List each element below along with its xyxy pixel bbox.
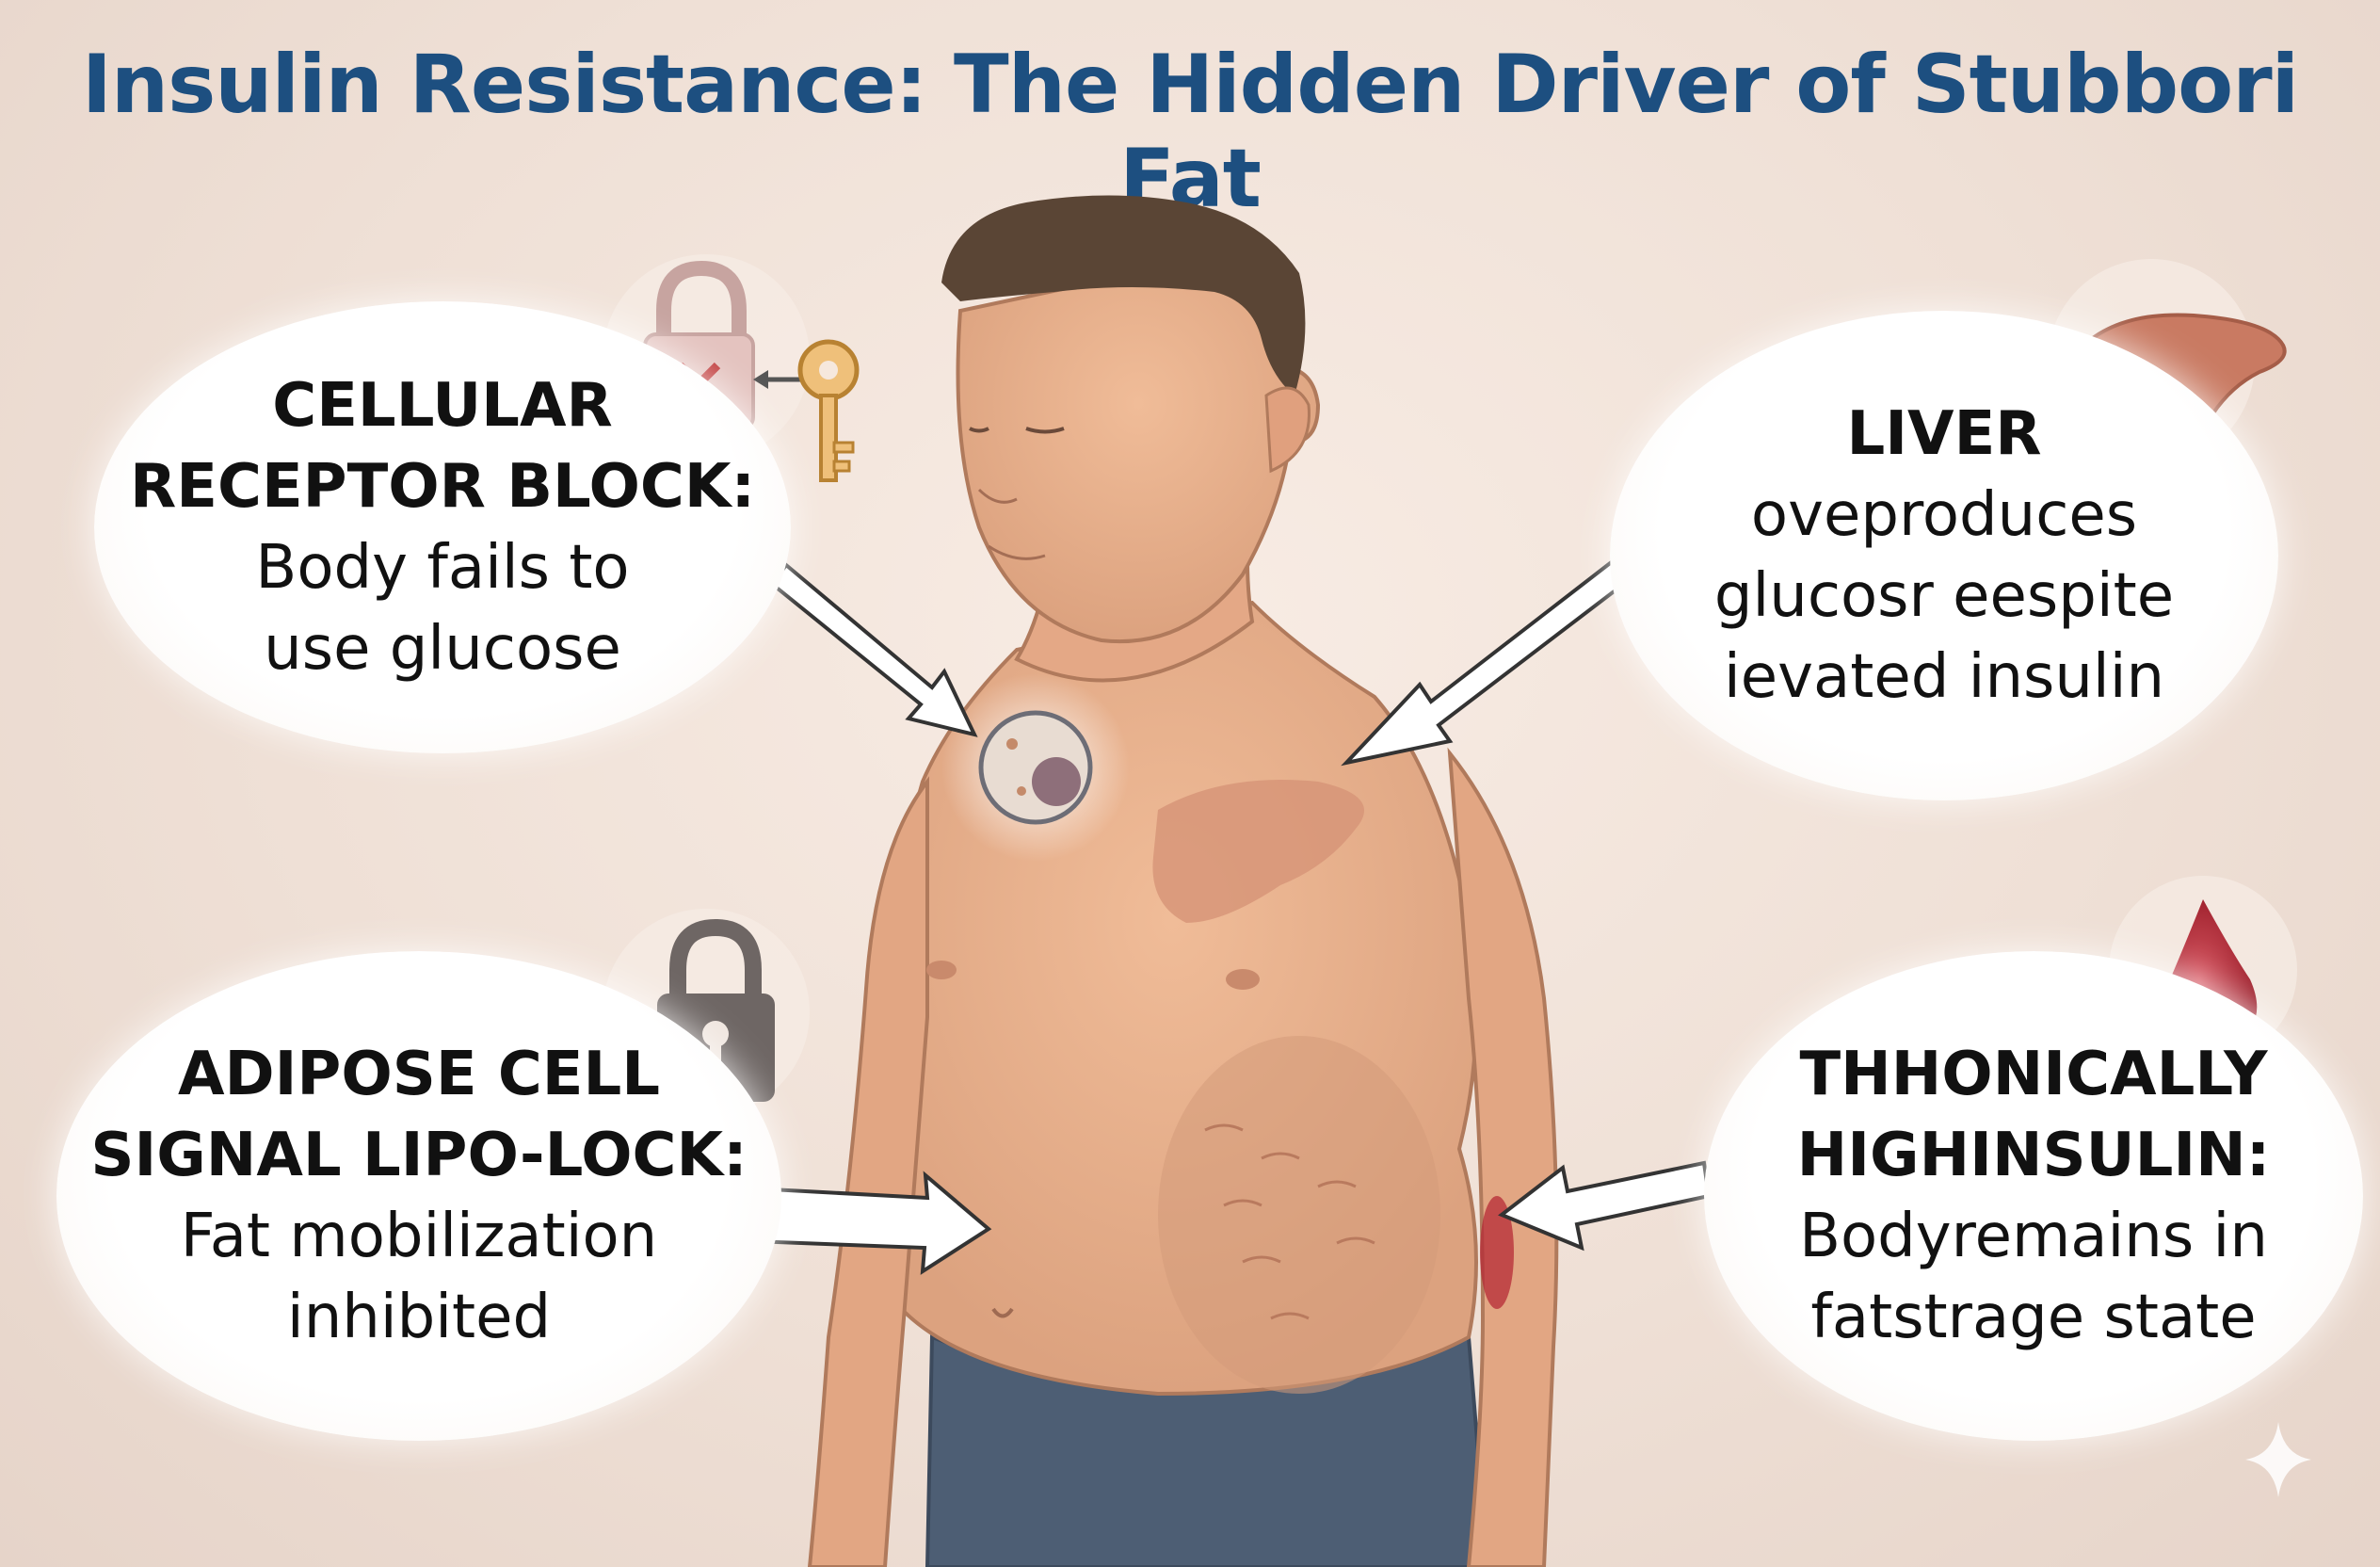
callout-body: Bodyremains in — [1799, 1202, 2268, 1271]
callout-body: use glucose — [264, 614, 621, 684]
callout-body: Body fails to — [255, 533, 630, 603]
arrow-adipose — [748, 1171, 992, 1275]
callout-body: glucosr eespite — [1713, 561, 2175, 631]
chest-liver — [1152, 780, 1364, 923]
arrow-cellular — [769, 562, 978, 737]
callout-body: inhibited — [286, 1283, 552, 1352]
callout-body: Fat mobilization — [180, 1202, 658, 1271]
callout-cellular-receptor: CELLULAR RECEPTOR BLOCK: Body fails to u… — [94, 301, 791, 753]
hair — [941, 195, 1306, 396]
ear — [1264, 386, 1311, 474]
key-icon — [797, 339, 860, 482]
fat-texture — [1158, 1036, 1440, 1394]
sparkle-icon — [2245, 1422, 2311, 1497]
callout-heading: RECEPTOR BLOCK: — [129, 452, 756, 522]
callout-liver: LIVER oveproduces glucosr eespite ievate… — [1610, 311, 2278, 800]
arrow-liver — [1341, 539, 1655, 767]
page-title: Insulin Resistance: The Hidden Driver of… — [81, 38, 2299, 226]
left-arm — [807, 776, 929, 1567]
blood-highlight — [1480, 1196, 1514, 1309]
callout-heading: ADIPOSE CELL — [177, 1040, 661, 1109]
arrow-insulin — [1498, 1160, 1712, 1252]
callout-heading: CELLULAR — [272, 371, 613, 441]
callout-body: fatstrage state — [1810, 1283, 2257, 1352]
callout-body: ievated insulin — [1723, 642, 2165, 712]
callout-high-insulin: THHONICALLY HIGHINSULIN: Bodyremains in … — [1704, 951, 2363, 1441]
callout-heading: LIVER — [1846, 399, 2042, 469]
callout-body: oveproduces — [1750, 480, 2138, 550]
callout-adipose-cell: ADIPOSE CELL SIGNAL LIPO-LOCK: Fat mobil… — [56, 951, 781, 1441]
right-arm — [1447, 747, 1559, 1567]
callout-heading: THHONICALLY — [1799, 1040, 2268, 1109]
callout-heading: SIGNAL LIPO-LOCK: — [90, 1121, 748, 1190]
callout-heading: HIGHINSULIN: — [1796, 1121, 2271, 1190]
